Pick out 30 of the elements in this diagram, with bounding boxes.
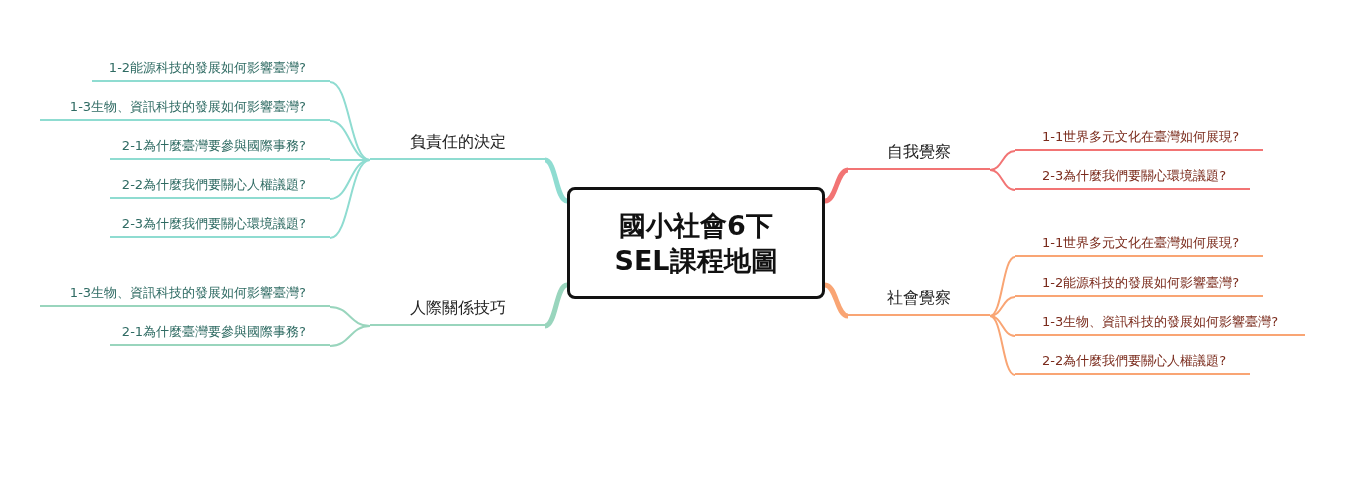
connector-line — [329, 81, 371, 161]
branch-topic: 負責任的決定 — [370, 126, 545, 160]
branch-topic: 自我覺察 — [848, 136, 990, 170]
branch-topic: 人際關係技巧 — [370, 292, 545, 326]
subtopic: 2-2為什麼我們要關心人權議題? — [110, 175, 330, 199]
subtopic: 2-1為什麼臺灣要參與國際事務? — [110, 136, 330, 160]
subtopic: 2-3為什麼我們要關心環境議題? — [1015, 166, 1250, 190]
subtopic: 1-1世界多元文化在臺灣如何展現? — [1015, 233, 1263, 257]
subtopic: 1-3生物、資訊科技的發展如何影響臺灣? — [1015, 312, 1305, 336]
connector-line — [329, 159, 371, 200]
connector-line — [989, 169, 1016, 191]
connector-line — [544, 157, 568, 204]
subtopic: 1-3生物、資訊科技的發展如何影響臺灣? — [40, 283, 330, 307]
connector-line — [544, 282, 568, 329]
subtopic: 1-2能源科技的發展如何影響臺灣? — [92, 58, 330, 82]
connector-line — [329, 325, 371, 347]
subtopic: 1-1世界多元文化在臺灣如何展現? — [1015, 127, 1263, 151]
connector-line — [989, 315, 1016, 376]
connector-line — [824, 167, 849, 204]
subtopic: 2-1為什麼臺灣要參與國際事務? — [110, 322, 330, 346]
connector-line — [989, 315, 1016, 337]
subtopic: 1-3生物、資訊科技的發展如何影響臺灣? — [40, 97, 330, 121]
subtopic: 2-2為什麼我們要關心人權議題? — [1015, 351, 1250, 375]
connector-line — [989, 256, 1016, 317]
branch-topic: 社會覺察 — [848, 282, 990, 316]
connector-line — [824, 282, 849, 319]
subtopic: 1-2能源科技的發展如何影響臺灣? — [1015, 273, 1263, 297]
central-topic: 國小社會6下SEL課程地圖 — [567, 187, 825, 299]
subtopic: 2-3為什麼我們要關心環境議題? — [110, 214, 330, 238]
connector-line — [329, 159, 371, 239]
